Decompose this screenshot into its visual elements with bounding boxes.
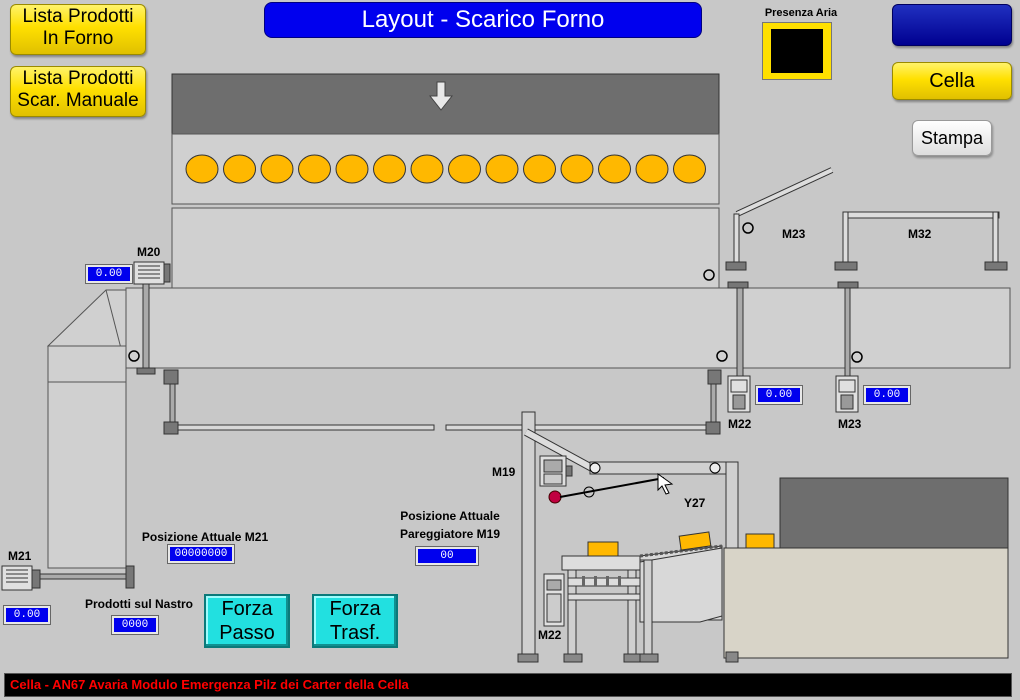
oven-product: [373, 154, 406, 184]
oven-product: [485, 154, 519, 184]
product-block: [745, 533, 775, 549]
posizione-m19-label: Posizione Attuale Pareggiatore M19: [399, 509, 501, 541]
status-blue-button[interactable]: [892, 4, 1012, 46]
m20-speed-value: 0.00: [85, 264, 133, 284]
posizione-m21-value: 00000000: [167, 544, 235, 564]
oven-product: [260, 154, 294, 184]
oven-product: [560, 154, 594, 184]
oven-product: [523, 154, 556, 184]
oven-product: [335, 154, 369, 184]
m23-top-label: M23: [782, 227, 806, 241]
m22-bottom-label: M22: [538, 628, 562, 642]
product-block: [678, 531, 712, 551]
status-message: Cella - AN67 Avaria Modulo Emergenza Pil…: [10, 677, 409, 692]
page-title: Layout - Scarico Forno: [264, 2, 702, 38]
down-arrow-icon: [428, 81, 454, 111]
forza-trasferimento-button[interactable]: Forza Trasf.: [312, 594, 398, 648]
forza-passo-button[interactable]: Forza Passo: [204, 594, 290, 648]
cella-button[interactable]: Cella: [892, 62, 1012, 100]
oven-product: [635, 154, 669, 184]
motor-m22-bottom-icon: [543, 573, 565, 627]
oven-product: [410, 154, 444, 184]
prodotti-nastro-label: Prodotti sul Nastro: [84, 597, 193, 611]
left-column: [47, 345, 127, 569]
m23-label: M23: [838, 417, 862, 431]
m21-speed-value: 0.00: [3, 605, 51, 625]
oven-product: [223, 154, 256, 184]
cursor-y27-icon: [657, 473, 674, 495]
oven-product: [598, 154, 631, 184]
oven-body: [171, 207, 720, 289]
m21-label: M21: [8, 549, 32, 563]
m20-label: M20: [137, 245, 161, 259]
m22-speed-value: 0.00: [755, 385, 803, 405]
stampa-button[interactable]: Stampa: [912, 120, 992, 156]
sensor-icon: [548, 490, 562, 504]
cell-body: [723, 547, 1009, 659]
oven-product: [448, 154, 481, 184]
oven-product: [185, 154, 219, 184]
posizione-m19-value: 00: [415, 546, 479, 566]
product-block: [587, 541, 619, 557]
presenza-aria-indicator: [762, 22, 832, 80]
main-conveyor: [125, 287, 1011, 369]
presenza-aria-label: Presenza Aria: [764, 7, 838, 19]
m22-label: M22: [728, 417, 752, 431]
motor-m19-icon: [539, 455, 573, 487]
motor-m21-icon: [1, 565, 41, 591]
m19-label: M19: [492, 465, 516, 479]
cell-dark-box: [779, 477, 1009, 549]
oven-product: [298, 154, 331, 184]
m32-label: M32: [908, 227, 932, 241]
m23-speed-value: 0.00: [863, 385, 911, 405]
lista-prodotti-in-forno-button[interactable]: Lista Prodotti In Forno: [10, 4, 146, 55]
status-bar: Cella - AN67 Avaria Modulo Emergenza Pil…: [4, 673, 1012, 697]
lista-prodotti-scarico-manuale-button[interactable]: Lista Prodotti Scar. Manuale: [10, 66, 146, 117]
prodotti-nastro-value: 0000: [111, 615, 159, 635]
motor-m23-icon: [835, 375, 859, 413]
posizione-m21-label: Posizione Attuale M21: [141, 530, 269, 544]
motor-m20-icon: [133, 261, 171, 285]
oven-products: [185, 154, 706, 184]
y27-label: Y27: [684, 496, 706, 510]
oven-product: [673, 154, 706, 184]
motor-m22-icon: [727, 375, 751, 413]
